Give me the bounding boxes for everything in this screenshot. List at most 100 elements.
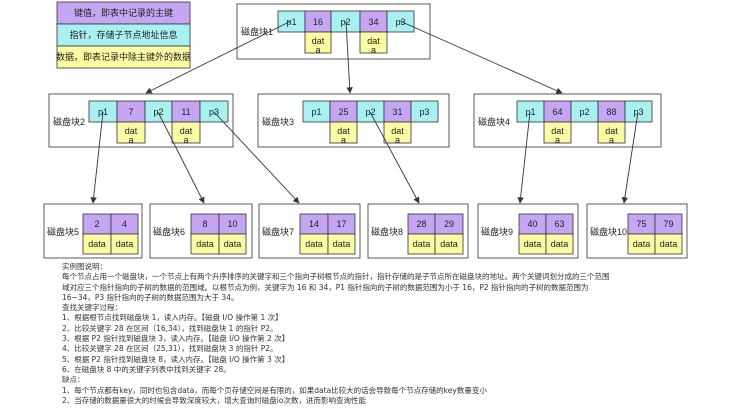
disk-block-9: 磁盘块9 40 63 data data (477, 203, 579, 259)
pointer-arrows (90, 20, 639, 204)
disk-block-4-label: 磁盘块4 (478, 116, 510, 127)
notes-line-10: 5、根据 P2 指针找到磁盘块 8，读入内存。【磁盘 I/O 操作第 3 次】 (62, 354, 290, 364)
disk-block-4-p1-label: p1 (525, 107, 535, 117)
disk-block-3-data-2-line-1: dat (391, 126, 404, 136)
root-data-1 (304, 31, 332, 54)
disk-block-2-label: 磁盘块2 (53, 116, 85, 127)
arrow-root-p3 (399, 20, 563, 94)
disk-block-7: 磁盘块7 14 17 data data (258, 203, 361, 259)
disk-block-5-key-1-label: 2 (94, 219, 99, 229)
disk-block-8-key-1-label: 28 (416, 219, 426, 229)
disk-block-6: 磁盘块6 8 10 data data (149, 203, 253, 259)
notes-line-3: 域对应三个指针指向的子树的数据的范围域。以根节点为例，关键字为 16 和 34，… (62, 282, 589, 292)
legend-key-text: 键值，即表中记录的主键 (74, 7, 173, 18)
legend-pointer-text: 指针，存储子节点地址信息 (69, 29, 177, 40)
disk-block-8: 磁盘块8 28 29 data data (367, 203, 469, 259)
disk-block-2-p3 (199, 100, 229, 123)
disk-block-9-key-2-label: 63 (554, 219, 564, 229)
disk-block-2-data-1 (116, 121, 146, 144)
disk-block-5-data-2-label: data (116, 239, 134, 249)
disk-block-8-key-2-label: 29 (444, 219, 454, 229)
disk-block-6-data-2-label: data (224, 239, 242, 249)
arrow-root-p1 (145, 20, 292, 94)
disk-block-10-key-2-label: 79 (663, 219, 673, 229)
notes-text: 实例图说明： 每个节点占用一个磁盘块，一个节点上有两个升序排序的关键字和三个指向… (62, 262, 722, 406)
disk-block-5: 磁盘块5 2 4 data data (43, 203, 143, 259)
disk-block-5-key-2-label: 4 (122, 219, 127, 229)
disk-block-10-data-2-label: data (660, 239, 678, 249)
disk-block-5-label: 磁盘块5 (47, 226, 79, 237)
disk-block-3-data-2 (383, 121, 412, 144)
disk-block-3-p1-label: p1 (311, 107, 321, 117)
notes-line-9: 4、比较关键字 28 在区间（25,31），找到磁盘块 3 的指针 P2。 (62, 344, 278, 354)
disk-block-6-data-1-label: data (196, 239, 214, 249)
disk-block-4-data-2-line-1: dat (605, 126, 618, 136)
disk-block-7-data-1-label: data (305, 239, 323, 249)
disk-block-4-key-1-label: 64 (552, 107, 562, 117)
disk-block-3-p3-label: p3 (419, 107, 429, 117)
disk-block-2-data-2-line-1: dat (180, 126, 193, 136)
disk-block-2-key-2-label: 11 (181, 107, 190, 117)
root-disk-label: 磁盘块1 (241, 26, 273, 37)
disk-block-7-data-2-label: data (333, 239, 351, 249)
disk-block-5-data-2 (110, 233, 139, 255)
disk-block-3-data-2-line-2: a (395, 135, 400, 145)
disk-block-4-p3-label: p3 (633, 107, 643, 117)
root-p3-label: p3 (395, 17, 405, 27)
legend: 键值，即表中记录的主键 指针，存储子节点地址信息 数据，即表记录中除主键外的数据 (56, 1, 191, 69)
disk-block-2-data-2 (171, 121, 201, 144)
disk-block-3-label: 磁盘块3 (262, 116, 294, 127)
disk-block-7-key-2-label: 17 (336, 219, 346, 229)
arrow-b3-p2 (369, 111, 420, 204)
disk-block-2-key-1-label: 7 (128, 107, 133, 117)
disk-block-6-key-1-label: 8 (202, 219, 207, 229)
arrow-b2-p2 (157, 111, 205, 204)
disk-block-10-key-1-label: 75 (636, 219, 646, 229)
arrow-b4-p1 (517, 111, 531, 204)
disk-block-7-data-2 (327, 233, 356, 255)
disk-block-10-label: 磁盘块10 (590, 226, 627, 237)
disk-block-10-data-2 (654, 233, 683, 255)
notes-line-12: 缺点： (62, 375, 85, 385)
root-data-2-line-2: a (371, 45, 376, 55)
disk-block-9-label: 磁盘块9 (481, 226, 513, 237)
disk-block-6-data-2 (218, 233, 247, 255)
disk-block-2-data-1-line-2: a (128, 135, 133, 145)
notes-line-13: 1、每个节点都有key，同时也包含data，而每个页存储空间是有限的，如果dat… (62, 385, 487, 395)
disk-block-2-data-1-line-1: dat (125, 126, 138, 136)
disk-block-3-data-1-line-2: a (341, 135, 346, 145)
arrow-b4-p3 (621, 111, 639, 204)
disk-block-8-data-1-label: data (413, 239, 431, 249)
legend-data-text: 数据，即表记录中除主键外的数据 (56, 51, 191, 62)
btree-diagram: 键值，即表中记录的主键 指针，存储子节点地址信息 数据，即表记录中除主键外的数据… (43, 1, 688, 259)
disk-block-7-key-1-label: 14 (309, 219, 319, 229)
disk-block-6-label: 磁盘块6 (153, 226, 185, 237)
disk-block-6-key-2-label: 10 (227, 219, 237, 229)
disk-block-10-data-1-label: data (633, 239, 651, 249)
disk-block-8-data-2-label: data (440, 239, 458, 249)
notes-line-8: 3、根据 P2 指针找到磁盘块 3，读入内存。【磁盘 I/O 操作第 2 次】 (62, 334, 290, 344)
disk-block-8-label: 磁盘块8 (371, 226, 403, 237)
root-data-1-line-2: a (315, 45, 320, 55)
disk-block-4-data-1-line-2: a (555, 135, 560, 145)
disk-block-9-key-1-label: 40 (527, 219, 537, 229)
disk-block-4-p2-label: p2 (579, 107, 589, 117)
disk-block-5-data-1-label: data (88, 239, 106, 249)
arrow-b2-p3 (213, 111, 300, 204)
root-key-2-label: 34 (368, 17, 378, 27)
notes-line-5: 查找关键字过程： (62, 303, 122, 313)
disk-block-3-key-2-label: 31 (392, 107, 402, 117)
disk-block-9-data-1-label: data (524, 239, 542, 249)
root-p1-label: p1 (286, 17, 296, 27)
disk-block-4-data-2 (597, 121, 626, 144)
root-data-1-line-1: dat (312, 36, 325, 46)
disk-block-4-data-1-line-1: dat (551, 126, 564, 136)
